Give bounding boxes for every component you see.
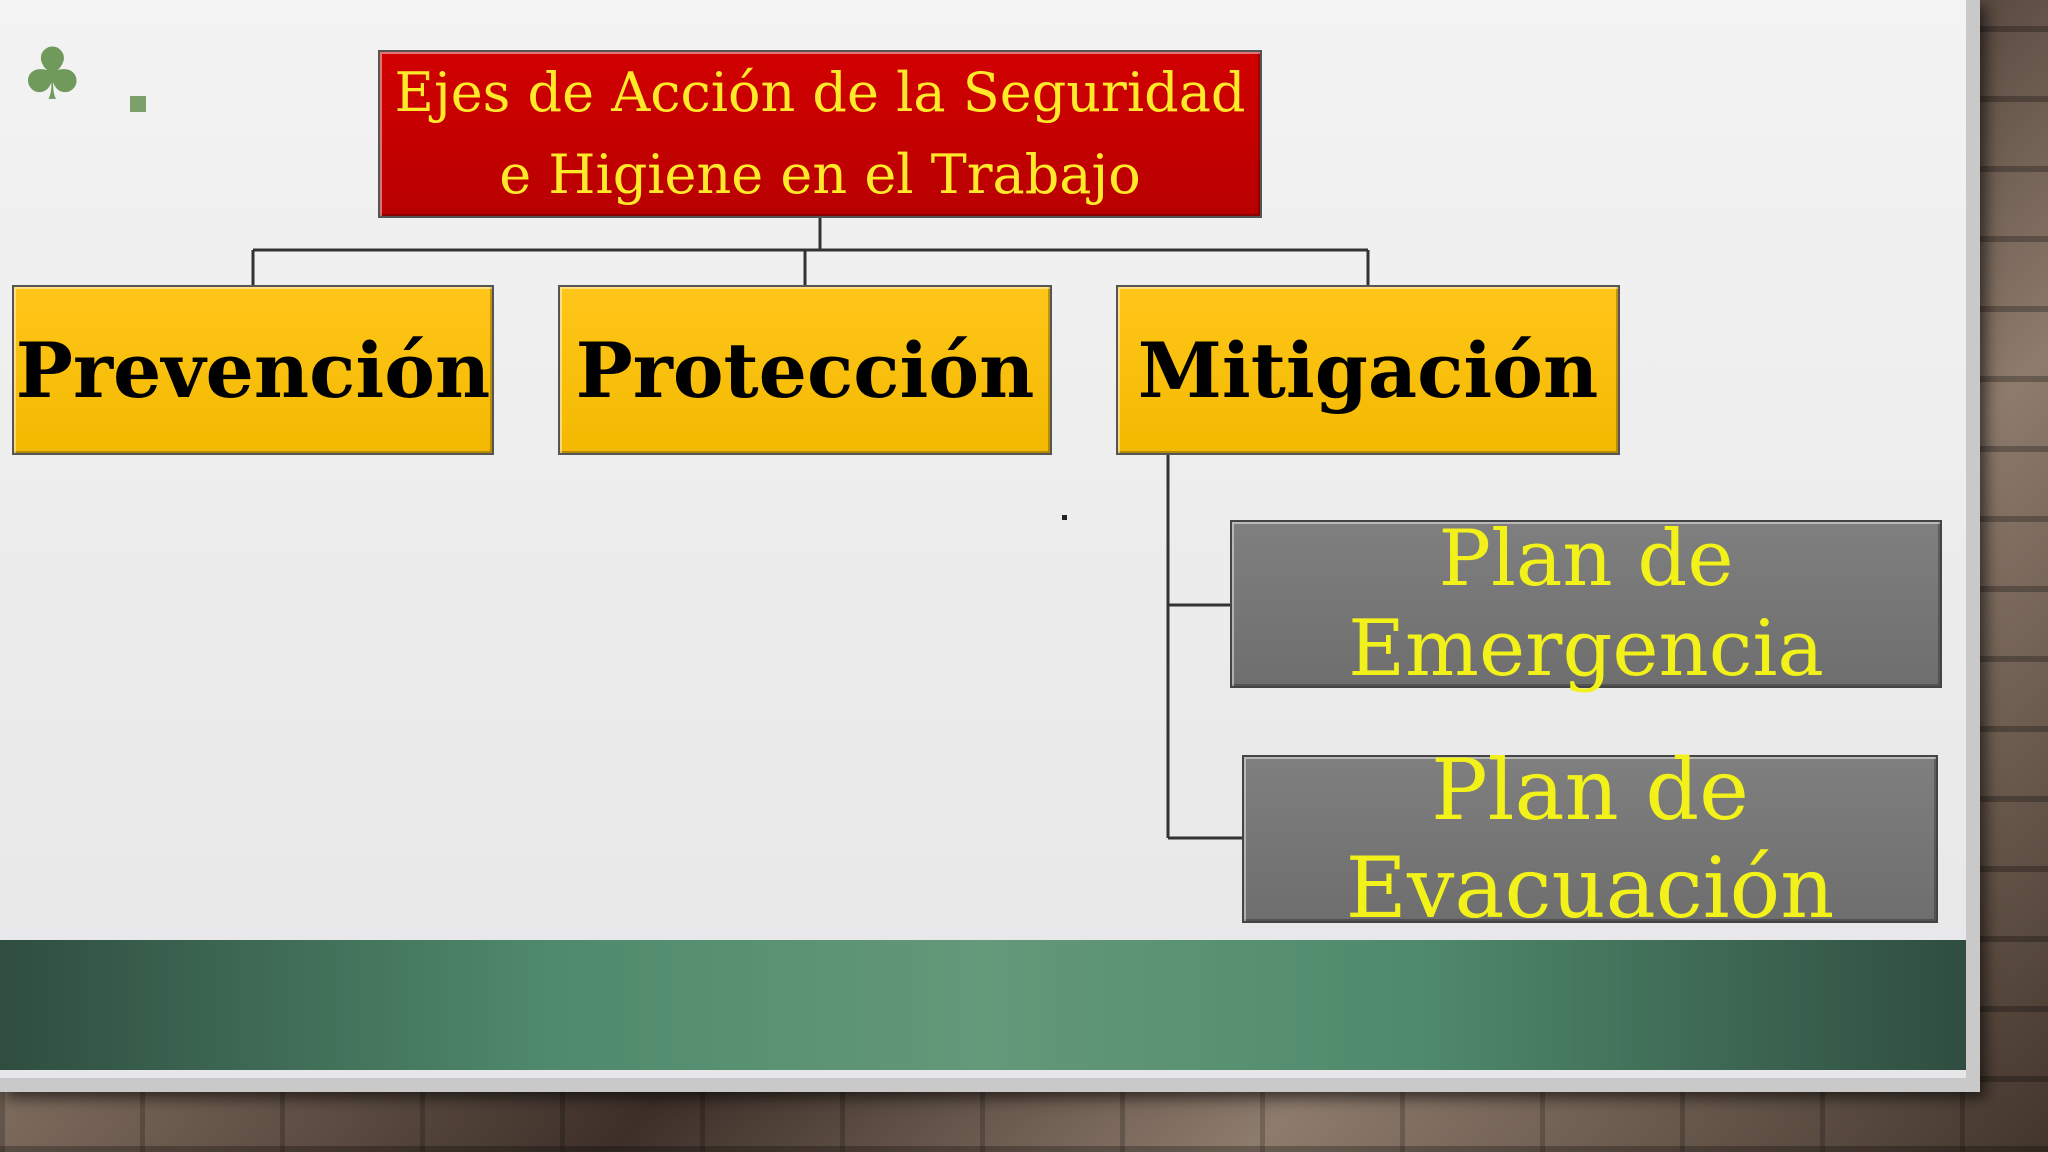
- stray-dot: [1062, 515, 1067, 520]
- node-prevencion-label: Prevención: [15, 325, 491, 415]
- node-plan-evacuacion-label: Plan de Evacuación: [1345, 741, 1835, 937]
- node-plan-emergencia-label: Plan de Emergencia: [1348, 514, 1824, 694]
- club-bullet-icon: ♣: [20, 32, 85, 116]
- node-prevencion: Prevención: [12, 285, 494, 455]
- footer-band: [0, 940, 1966, 1070]
- node-mitigacion-label: Mitigación: [1137, 325, 1599, 415]
- slide: ♣ Ejes de Acción de la Seguridad e Higie…: [0, 0, 1966, 1078]
- node-mitigacion: Mitigación: [1116, 285, 1620, 455]
- node-plan-evacuacion: Plan de Evacuación: [1242, 741, 1938, 937]
- slide-frame: ♣ Ejes de Acción de la Seguridad e Higie…: [0, 0, 1980, 1092]
- bullet-square-marker: [130, 96, 146, 112]
- root-node-label: Ejes de Acción de la Seguridad e Higiene…: [394, 61, 1246, 206]
- root-node: Ejes de Acción de la Seguridad e Higiene…: [378, 50, 1262, 218]
- node-plan-emergencia: Plan de Emergencia: [1230, 514, 1942, 694]
- node-proteccion: Protección: [558, 285, 1052, 455]
- node-proteccion-label: Protección: [575, 325, 1035, 415]
- connector-lines: [251, 218, 1370, 840]
